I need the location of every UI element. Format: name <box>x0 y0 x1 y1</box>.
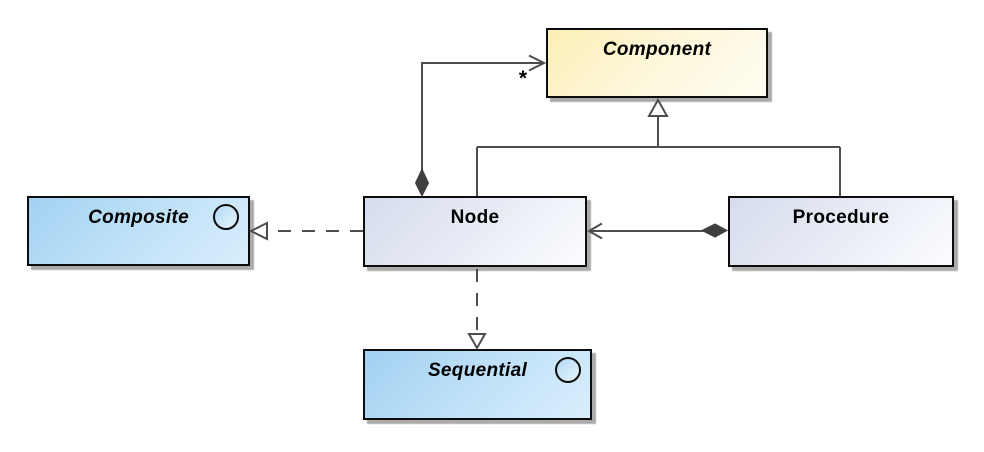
hollow-triangle-icon <box>647 97 669 117</box>
composition-node-component: * <box>414 54 547 198</box>
open-arrow-icon <box>586 222 603 240</box>
realization-node-sequential <box>467 269 487 351</box>
class-name-component: Component <box>602 39 712 60</box>
class-name-procedure: Procedure <box>792 207 890 228</box>
class-box-node: Node <box>363 196 587 267</box>
filled-diamond-icon <box>700 223 729 238</box>
realization-node-composite <box>248 221 363 241</box>
class-box-composite: Composite <box>27 196 250 266</box>
filled-diamond-icon <box>414 167 430 198</box>
open-arrow-icon <box>528 54 547 72</box>
class-name-node: Node <box>450 207 500 228</box>
class-name-sequential: Sequential <box>427 360 528 381</box>
hollow-triangle-icon <box>248 221 268 241</box>
connector-line <box>421 62 542 170</box>
composition-procedure-node <box>586 222 729 240</box>
multiplicity-label: * <box>519 67 528 90</box>
hollow-triangle-icon <box>467 333 487 351</box>
generalization-node-procedure-component <box>476 97 841 196</box>
interface-lollipop-icon <box>555 357 581 383</box>
class-box-procedure: Procedure <box>728 196 954 267</box>
class-box-component: Component <box>546 28 768 98</box>
class-name-composite: Composite <box>88 207 189 228</box>
interface-lollipop-icon <box>213 204 239 230</box>
class-box-sequential: Sequential <box>363 349 592 420</box>
